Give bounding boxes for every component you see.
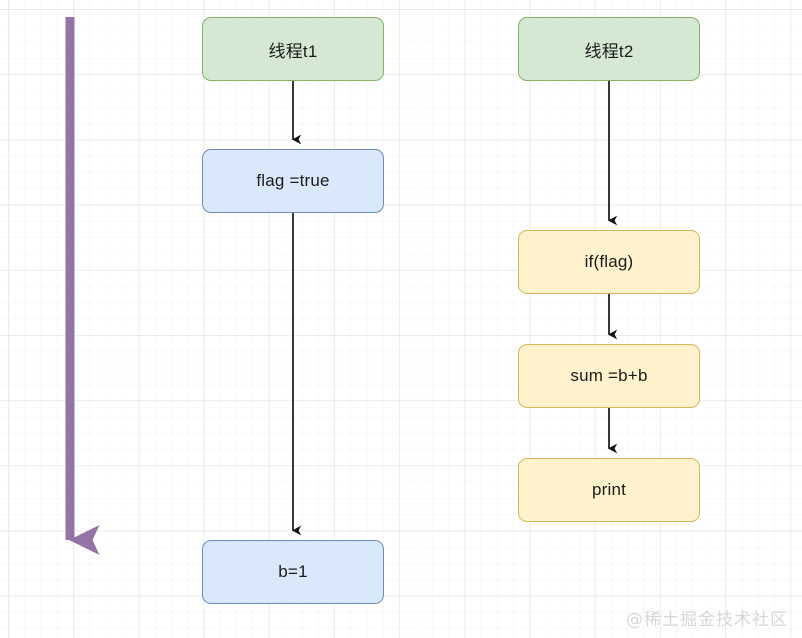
node-label: if(flag) — [584, 252, 634, 271]
node-label: sum =b+b — [570, 366, 648, 385]
node-sum-assign[interactable]: sum =b+b — [518, 344, 700, 408]
node-flag-true[interactable]: flag =true — [202, 149, 384, 213]
node-print[interactable]: print — [518, 458, 700, 522]
node-label: print — [591, 480, 627, 499]
node-thread-t2[interactable]: 线程t2 — [518, 17, 700, 81]
node-label: 线程t1 — [268, 41, 318, 61]
node-label: b=1 — [278, 562, 308, 581]
node-label: 线程t2 — [584, 41, 634, 61]
node-b-assign[interactable]: b=1 — [202, 540, 384, 604]
watermark-text: @稀土掘金技术社区 — [626, 610, 788, 630]
node-thread-t1[interactable]: 线程t1 — [202, 17, 384, 81]
node-label: flag =true — [256, 171, 330, 190]
node-if-flag[interactable]: if(flag) — [518, 230, 700, 294]
